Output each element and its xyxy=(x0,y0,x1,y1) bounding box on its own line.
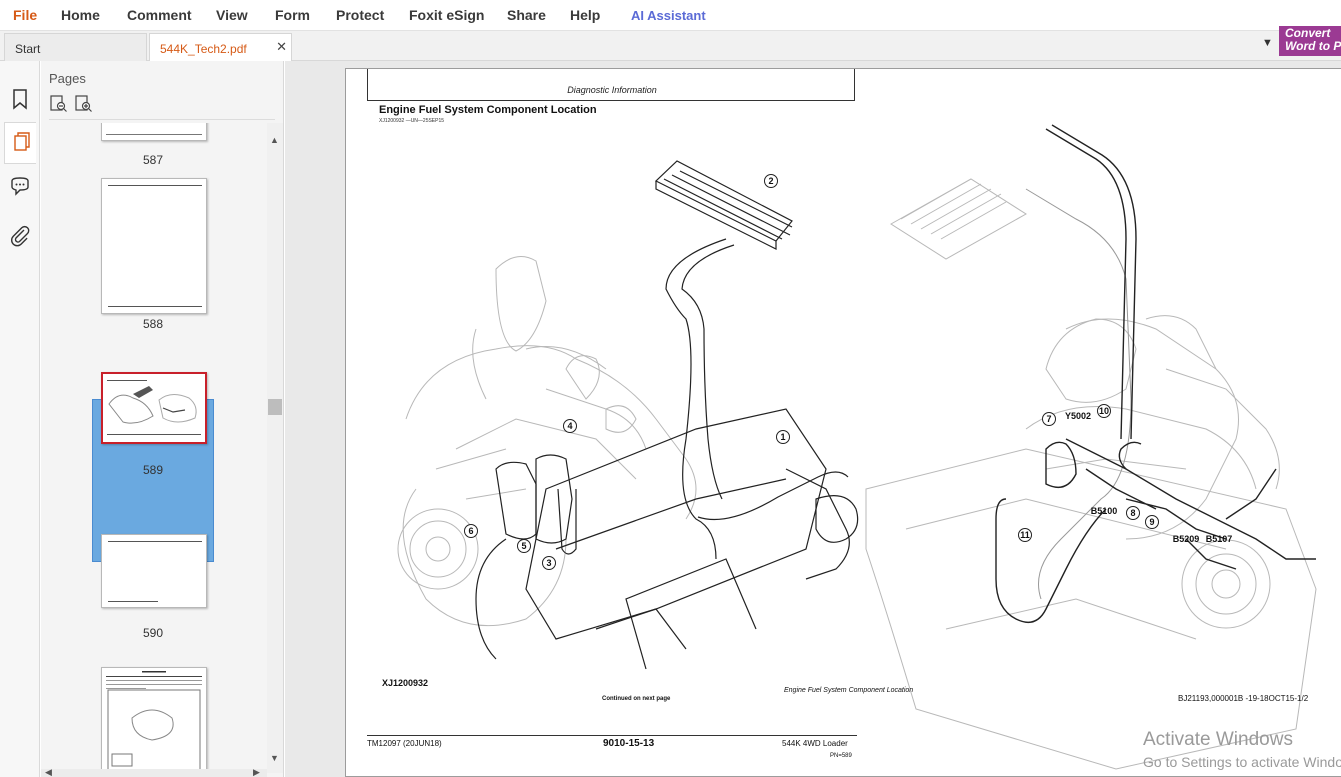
callout-8: 8 xyxy=(1130,508,1135,518)
callout-10: 10 xyxy=(1099,406,1109,416)
label-b5100: B5100 xyxy=(1091,506,1118,516)
convert-word-to-pdf-button[interactable]: Convert Word to P xyxy=(1279,26,1341,56)
thumbnail-vertical-scrollbar[interactable]: ▲ ▼ xyxy=(267,123,283,773)
tab-list-dropdown-icon[interactable]: ▼ xyxy=(1262,37,1273,49)
page-number-587: 587 xyxy=(142,153,164,167)
menu-bar: File Home Comment View Form Protect Foxi… xyxy=(0,0,1341,31)
document-tab-bar: Start 544K_Tech2.pdf ✕ xyxy=(0,31,1341,61)
menu-protect[interactable]: Protect xyxy=(336,7,385,23)
label-b5107: B5107 xyxy=(1206,534,1233,544)
comments-icon[interactable] xyxy=(8,175,32,199)
callout-6: 6 xyxy=(468,526,473,536)
footer-manual-id: TM12097 (20JUN18) xyxy=(367,739,442,748)
pages-panel: Pages 587 588 xyxy=(41,61,284,777)
tab-document[interactable]: 544K_Tech2.pdf ✕ xyxy=(149,33,292,61)
menu-home[interactable]: Home xyxy=(61,7,100,23)
menu-help[interactable]: Help xyxy=(570,7,601,23)
figure-code-small: XJ1200932 —UN—25SEP15 xyxy=(379,118,445,124)
menu-ai-assistant[interactable]: AI Assistant xyxy=(631,8,706,23)
scroll-right-icon[interactable]: ▶ xyxy=(253,767,260,777)
close-tab-icon[interactable]: ✕ xyxy=(276,39,287,54)
menu-comment[interactable]: Comment xyxy=(127,7,192,23)
thumbnail-horizontal-scrollbar[interactable]: ◀ ▶ xyxy=(41,767,267,777)
scroll-down-icon[interactable]: ▼ xyxy=(270,753,279,763)
menu-share[interactable]: Share xyxy=(507,7,546,23)
panel-divider xyxy=(49,119,275,120)
page-header-text: Diagnostic Information xyxy=(567,85,657,95)
scrollbar-thumb[interactable] xyxy=(268,399,282,415)
page-thumbnail-587[interactable] xyxy=(101,123,207,141)
pdf-page: Diagnostic Information Engine Fuel Syste… xyxy=(345,68,1341,777)
bookmark-icon[interactable] xyxy=(8,87,32,111)
footer-page-code: 9010-15-13 xyxy=(603,738,655,749)
document-view: Diagnostic Information Engine Fuel Syste… xyxy=(285,61,1341,777)
page-number-590: 590 xyxy=(142,626,164,640)
convert-label-line1: Convert xyxy=(1285,26,1331,40)
activate-windows-subtitle: Go to Settings to activate Windows. xyxy=(1143,754,1341,770)
callout-4: 4 xyxy=(567,421,572,431)
reference-code: BJ21193,000001B -19-18OCT15-1/2 xyxy=(1178,694,1309,703)
footer-rule xyxy=(367,735,857,736)
callout-7: 7 xyxy=(1046,414,1051,424)
pages-panel-icon[interactable] xyxy=(4,122,36,164)
page-header-box: Diagnostic Information xyxy=(367,69,855,101)
page-thumbnail-591[interactable] xyxy=(101,667,207,773)
attachments-icon[interactable] xyxy=(8,223,32,247)
callout-2: 2 xyxy=(768,176,773,186)
page-thumbnail-588[interactable] xyxy=(101,178,207,314)
pages-panel-title: Pages xyxy=(49,71,86,86)
menu-form[interactable]: Form xyxy=(275,7,310,23)
zoom-in-thumbnails-icon[interactable] xyxy=(74,94,94,114)
menu-file[interactable]: File xyxy=(13,7,38,23)
footer-page-number: PN=589 xyxy=(830,753,852,759)
convert-label-line2: Word to P xyxy=(1285,39,1341,53)
menu-foxit-esign[interactable]: Foxit eSign xyxy=(409,7,485,23)
tab-start-label: Start xyxy=(15,42,41,56)
zoom-out-thumbnails-icon[interactable] xyxy=(49,94,69,114)
activate-windows-title: Activate Windows xyxy=(1143,729,1293,750)
figure-caption: Engine Fuel System Component Location xyxy=(784,687,914,694)
callout-9: 9 xyxy=(1149,517,1154,527)
page-thumbnail-589[interactable] xyxy=(101,372,207,444)
callout-3: 3 xyxy=(546,558,551,568)
continued-note: Continued on next page xyxy=(602,696,671,702)
engine-fuel-system-illustration: 2 1 4 6 5 3 7 10 8 9 11 Y5002 B5100 B520… xyxy=(397,124,1317,770)
scroll-up-icon[interactable]: ▲ xyxy=(270,135,279,145)
label-b5209: B5209 xyxy=(1173,534,1200,544)
callout-5: 5 xyxy=(521,541,526,551)
footer-model: 544K 4WD Loader xyxy=(782,739,848,748)
navigation-rail xyxy=(0,61,40,777)
label-y5002: Y5002 xyxy=(1065,411,1091,421)
figure-id: XJ1200932 xyxy=(382,678,429,688)
figure-title: Engine Fuel System Component Location xyxy=(379,104,597,116)
page-thumbnail-590[interactable] xyxy=(101,534,207,608)
scroll-left-icon[interactable]: ◀ xyxy=(45,767,52,777)
menu-view[interactable]: View xyxy=(216,7,248,23)
callout-1: 1 xyxy=(780,432,785,442)
callout-11: 11 xyxy=(1020,530,1030,540)
page-number-589: 589 xyxy=(142,463,164,477)
page-number-588: 588 xyxy=(142,317,164,331)
tab-document-label: 544K_Tech2.pdf xyxy=(160,42,247,56)
page-thumbnail-list: 587 588 589 xyxy=(41,123,267,773)
tab-start[interactable]: Start xyxy=(4,33,147,61)
